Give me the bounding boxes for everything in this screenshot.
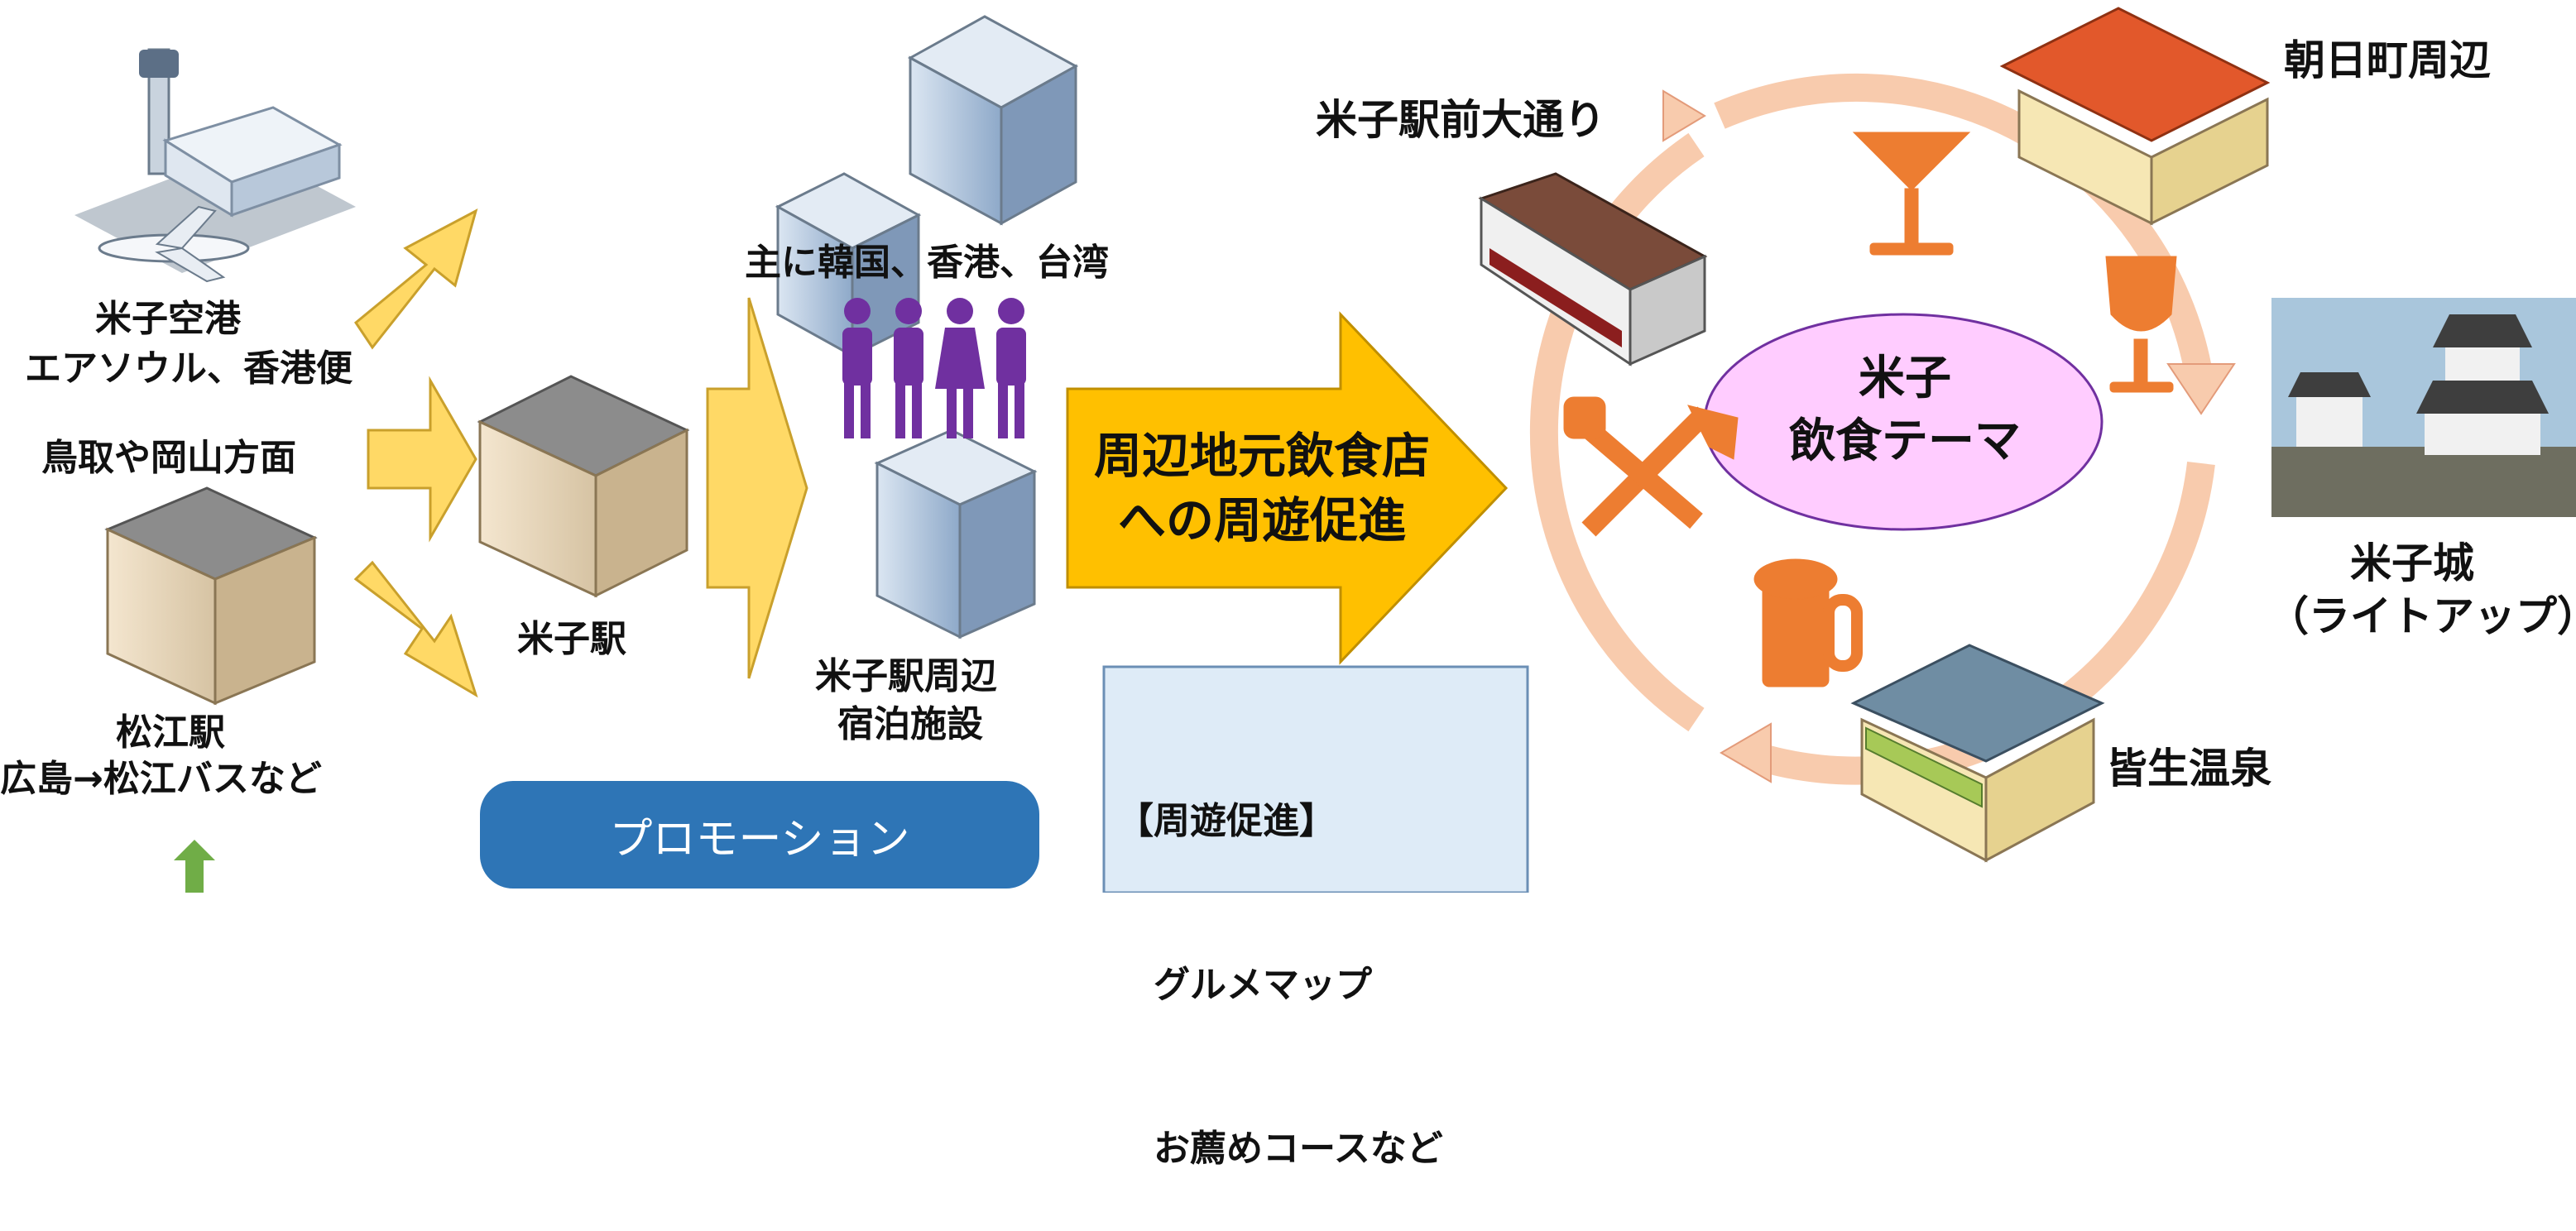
promotion-arrow-line2: への周遊促進 — [1117, 492, 1406, 549]
wine-glass-icon — [2105, 256, 2177, 393]
arrow-hub-to-hotels — [706, 297, 808, 679]
fork-knife-icon — [1563, 396, 1739, 537]
spot-castle-line2: （ライトアップ） — [2267, 592, 2576, 640]
matsue-station-building — [104, 486, 318, 706]
cocktail-icon — [1852, 132, 1971, 256]
restaurant-building — [1999, 7, 2271, 226]
food-cycle-arrowheads — [1662, 89, 2236, 783]
matsue-routes: 広島→松江バスなど — [0, 758, 322, 800]
spot-asahimachi: 朝日町周辺 — [2284, 36, 2491, 84]
promotion-note-line: グルメマップ — [1117, 964, 1372, 1006]
arrow-matsue-to-hub — [353, 560, 478, 698]
yellow-flow-arrows — [353, 208, 808, 698]
promotion-note-line: お薦めコースなど — [1117, 1128, 1443, 1170]
center-theme-line2: 飲食テーマ — [1789, 414, 2021, 468]
regional-directions: 鳥取や岡山方面 — [41, 437, 296, 479]
yonago-station-building — [477, 375, 690, 598]
center-theme-line1: 米子 — [1859, 352, 1951, 405]
airport-name: 米子空港 — [95, 298, 241, 340]
promotion-note: 【周遊促進】 グルメマップ お薦めコースなど — [1117, 685, 1443, 1231]
lodging-label-line1: 米子駅周辺 — [815, 655, 997, 697]
spot-kaike: 皆生温泉 — [2106, 745, 2271, 793]
promotion-arrow-line1: 周辺地元飲食店 — [1093, 428, 1430, 484]
airport-illustration — [74, 48, 356, 283]
yonago-station-label: 米子駅 — [517, 618, 626, 660]
visitor-people-icons — [842, 298, 1026, 438]
spot-castle-line1: 米子城 — [2350, 539, 2474, 587]
promotion-button[interactable]: プロモーション — [480, 781, 1039, 889]
visitor-origin-label: 主に韓国、香港、台湾 — [745, 242, 1109, 284]
matsue-station-label: 松江駅 — [116, 711, 225, 754]
promotion-note-card — [1102, 665, 1529, 893]
green-up-arrow — [174, 840, 215, 893]
shop-building — [1478, 172, 1708, 366]
promotion-arrow-text: 周辺地元飲食店 への周遊促進 — [1067, 424, 1456, 553]
castle-photo — [2271, 298, 2576, 517]
arrow-airport-to-hub — [353, 208, 478, 350]
onsen-building — [1850, 644, 2105, 863]
hotel-buildings — [775, 15, 1079, 639]
arrow-east-to-hub — [367, 376, 477, 543]
airport-routes: エアソウル、香港便 — [25, 347, 353, 390]
lodging-label-line2: 宿泊施設 — [837, 703, 983, 745]
spot-ekimae: 米子駅前大通り — [1316, 96, 1605, 144]
center-theme-text: 米子 飲食テーマ — [1706, 347, 2103, 472]
beer-mug-icon — [1753, 558, 1863, 687]
orange-promotion-arrow — [1066, 311, 1509, 665]
promotion-note-line: 【周遊促進】 — [1117, 800, 1336, 842]
food-icons — [1563, 132, 2177, 687]
